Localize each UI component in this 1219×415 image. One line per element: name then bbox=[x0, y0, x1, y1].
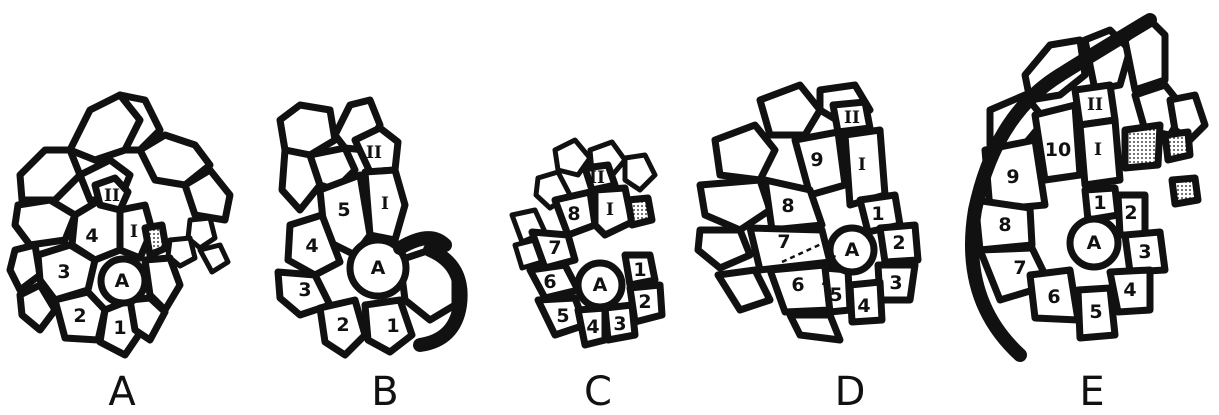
label-c-i: I bbox=[606, 200, 614, 220]
label-d2: 2 bbox=[892, 232, 905, 254]
label-e8: 8 bbox=[998, 214, 1011, 236]
label-e7: 7 bbox=[1013, 257, 1026, 279]
label-c6: 6 bbox=[543, 271, 556, 293]
chamber-a-dotted bbox=[145, 225, 166, 255]
panel-e-label: E bbox=[1079, 369, 1104, 415]
label-e-i: I bbox=[1094, 140, 1102, 160]
label-a-ii: II bbox=[104, 186, 120, 206]
label-c4: 4 bbox=[586, 316, 599, 338]
label-a-a: A bbox=[115, 270, 130, 292]
label-b3: 3 bbox=[298, 279, 311, 301]
label-c8: 8 bbox=[567, 203, 580, 225]
label-c-ii: II bbox=[589, 168, 605, 188]
panel-a-label: A bbox=[108, 369, 136, 415]
label-c3: 3 bbox=[613, 313, 626, 335]
label-c-a: A bbox=[593, 274, 608, 296]
label-c7: 7 bbox=[548, 237, 561, 259]
label-e-a: A bbox=[1087, 232, 1102, 254]
label-e9: 9 bbox=[1006, 166, 1019, 188]
panel-d: II 9 I 8 1 2 7 A 3 6 5 4 D bbox=[698, 85, 918, 415]
label-d6: 6 bbox=[791, 274, 804, 296]
chamber-e-dotted2 bbox=[1165, 132, 1190, 160]
label-a3: 3 bbox=[57, 261, 70, 283]
label-a4: 4 bbox=[85, 225, 98, 247]
label-b-a: A bbox=[371, 257, 386, 279]
label-d7: 7 bbox=[777, 231, 790, 253]
label-d-ii: II bbox=[844, 108, 860, 128]
label-e2: 2 bbox=[1124, 202, 1137, 224]
label-e4: 4 bbox=[1123, 279, 1136, 301]
label-d4: 4 bbox=[857, 295, 870, 317]
chamber-c-dotted bbox=[628, 198, 652, 225]
chamber-e-dotted3 bbox=[1172, 178, 1198, 204]
label-c2: 2 bbox=[638, 291, 651, 313]
label-d-a: A bbox=[845, 239, 860, 261]
chamber-e-dotted1 bbox=[1125, 125, 1160, 168]
label-d-i: I bbox=[858, 155, 866, 175]
label-b4: 4 bbox=[305, 235, 318, 257]
label-b-i: I bbox=[381, 194, 389, 214]
label-b5: 5 bbox=[337, 199, 350, 221]
label-c1: 1 bbox=[633, 259, 646, 281]
label-a2: 2 bbox=[73, 305, 86, 327]
label-a1: 1 bbox=[113, 317, 126, 339]
label-d1: 1 bbox=[871, 203, 884, 225]
label-b-ii: II bbox=[366, 143, 382, 163]
label-b1: 1 bbox=[386, 315, 399, 337]
panel-e: II 10 I 9 1 2 8 A 3 7 4 6 5 E bbox=[972, 20, 1205, 415]
label-b2: 2 bbox=[336, 314, 349, 336]
label-e-ii: II bbox=[1087, 95, 1103, 115]
chamber-a5 bbox=[130, 298, 165, 340]
label-e3: 3 bbox=[1138, 241, 1151, 263]
label-d3: 3 bbox=[889, 272, 902, 294]
panel-b-label: B bbox=[371, 369, 398, 415]
label-a-i: I bbox=[130, 222, 138, 242]
label-e1: 1 bbox=[1093, 192, 1106, 214]
label-d8: 8 bbox=[781, 195, 794, 217]
panel-b: II I 5 4 A 3 2 1 B bbox=[278, 100, 461, 415]
label-e10: 10 bbox=[1045, 139, 1071, 161]
label-c5: 5 bbox=[556, 305, 569, 327]
label-e5: 5 bbox=[1089, 301, 1102, 323]
panel-a: 4 I II 3 A 2 1 A bbox=[10, 95, 230, 415]
label-d9: 9 bbox=[810, 149, 823, 171]
panel-c: II 8 I 7 6 A 1 2 5 4 3 C bbox=[512, 140, 662, 415]
label-e6: 6 bbox=[1047, 286, 1060, 308]
panel-c-label: C bbox=[584, 369, 612, 415]
label-d5: 5 bbox=[829, 284, 842, 306]
panel-d-label: D bbox=[835, 369, 866, 415]
